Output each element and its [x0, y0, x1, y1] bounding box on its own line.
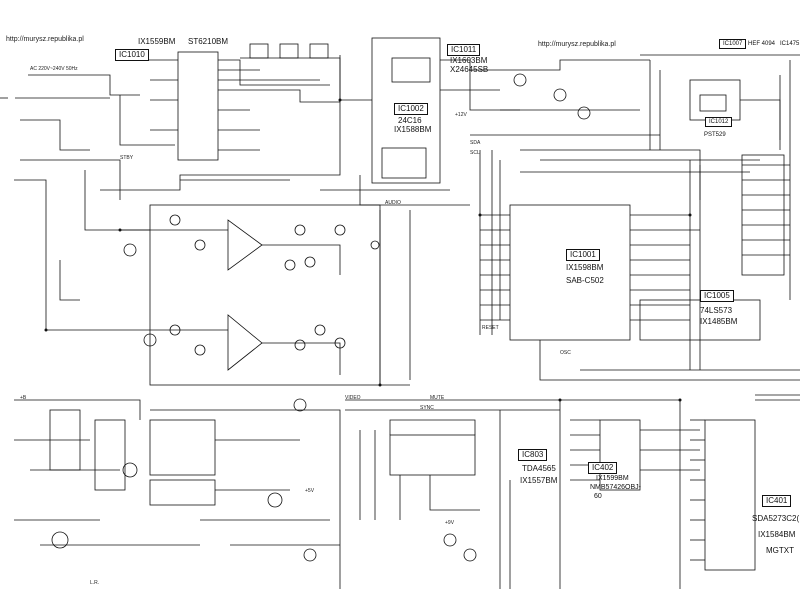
net-label-mute: MUTE	[430, 395, 445, 401]
net-label-b-plus: +B	[20, 395, 27, 401]
net-label-ac-in: AC 220V~240V 50Hz	[30, 66, 78, 72]
junction-dots	[44, 98, 692, 402]
ic401-part-1: SDA5273C2(	[752, 514, 800, 523]
ic1007-part-1: HEF 4094	[748, 41, 776, 47]
net-label-audio: AUDIO	[385, 200, 401, 206]
ic1010-part-1: IX1559BM	[138, 37, 176, 46]
net-label-sda: SDA	[470, 140, 481, 146]
net-label-5v: +5V	[305, 488, 315, 494]
ic1002-part-2: IX1588BM	[394, 125, 432, 134]
net-label-sync: SYNC	[420, 405, 434, 411]
ic1012-tag: IC1012	[705, 117, 733, 127]
ic1001-part-1: IX1598BM	[566, 263, 604, 272]
ic401-part-2: IX1584BM	[758, 530, 796, 539]
ic402-part-3: 60	[594, 493, 602, 500]
net-label-reset: RESET	[482, 325, 499, 331]
ic1001-tag: IC1001	[566, 249, 600, 261]
ic1011-tag: IC1011	[447, 44, 481, 56]
ic803-tag: IC803	[518, 449, 548, 461]
ic1007-part-2: IC1475	[780, 41, 800, 47]
ic1005-part-2: IX1485BM	[700, 317, 738, 326]
net-label-video: VIDEO	[345, 395, 361, 401]
ic1002-part-1: 24C16	[398, 116, 422, 125]
ic402-part-1: IX1599BM	[596, 475, 629, 482]
ic1002-tag: IC1002	[394, 103, 428, 115]
ic402-tag: IC402	[588, 462, 618, 474]
ic1011-part-2: X24645SB	[450, 65, 489, 74]
net-label-osc: OSC	[560, 350, 571, 356]
ic1011-part-1: IX1603BM	[450, 56, 488, 65]
source-url-left: http://murysz.republika.pl	[6, 36, 84, 43]
source-url-center: http://murysz.republika.pl	[538, 41, 616, 48]
ic1010-tag: IC1010	[115, 49, 149, 61]
ic1010-part-2: ST6210BM	[188, 37, 229, 46]
net-label-scl: SCL	[470, 150, 480, 156]
net-label-gnd-lr: L.R.	[90, 580, 100, 586]
ic1005-tag: IC1005	[700, 290, 734, 302]
ic1005-part-1: 74LS573	[700, 306, 733, 315]
net-label-stby: STBY	[120, 155, 134, 161]
ic803-part-1: TDA4565	[522, 464, 556, 473]
ic401-tag: IC401	[762, 495, 792, 507]
ic402-part-2: NMB57426OBJ-	[590, 484, 641, 491]
ic1001-part-2: SAB-C502	[566, 276, 604, 285]
net-label-9v: +9V	[445, 520, 455, 526]
ic1007-tag: IC1007	[719, 39, 747, 49]
ic401-part-3: MGTXT	[766, 546, 794, 555]
ic1012-part-1: PST529	[704, 132, 726, 138]
net-label-12v: +12V	[455, 112, 467, 118]
ic803-part-2: IX1557BM	[520, 476, 558, 485]
wiring	[0, 37, 800, 589]
